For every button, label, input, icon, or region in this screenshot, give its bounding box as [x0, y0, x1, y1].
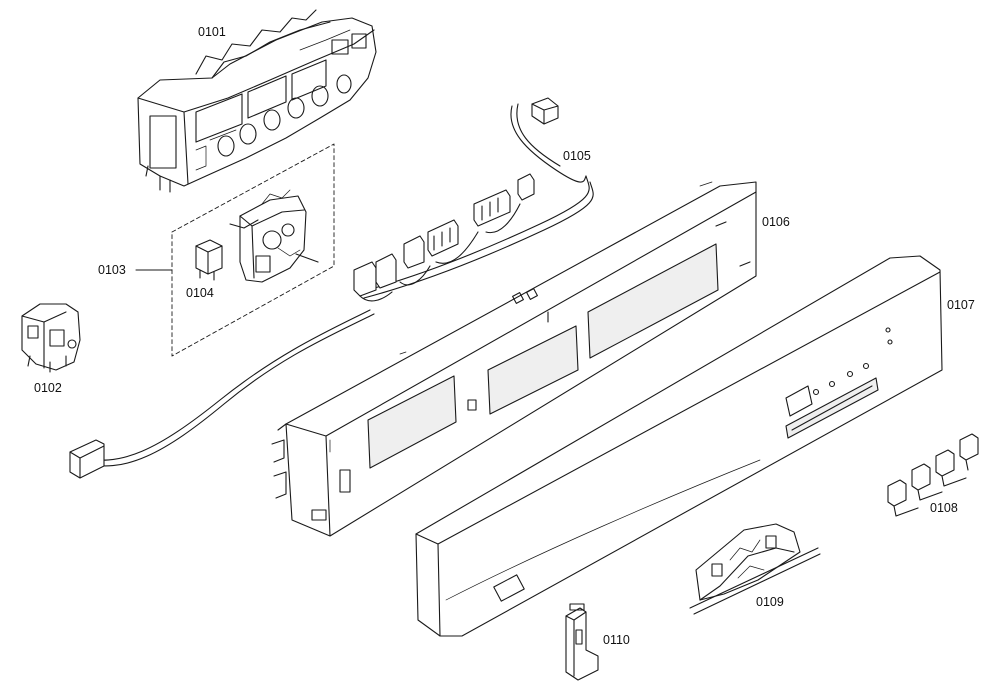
- part-label-0107: 0107: [947, 298, 975, 312]
- front-fascia-0107: [415, 255, 943, 637]
- part-label-0102: 0102: [34, 381, 62, 395]
- harness-connectors: [353, 173, 535, 302]
- sub-assembly-group-0103: [135, 143, 335, 357]
- latch-0110: [565, 603, 599, 681]
- control-module-0101: [137, 9, 377, 193]
- inner-panel-0106: [271, 181, 757, 537]
- part-label-0101: 0101: [198, 25, 226, 39]
- part-label-0104: 0104: [186, 286, 214, 300]
- part-label-0103: 0103: [98, 263, 126, 277]
- part-label-0110: 0110: [603, 633, 630, 647]
- part-label-0106: 0106: [762, 215, 790, 229]
- switch-0102: [21, 303, 81, 373]
- wiring-harness-0105: [69, 97, 594, 479]
- part-label-0108: 0108: [930, 501, 958, 515]
- handle-0109: [689, 523, 821, 615]
- part-label-0109: 0109: [756, 595, 784, 609]
- switch-assembly: [229, 189, 319, 283]
- relay-0104: [195, 239, 223, 281]
- button-set-0108: [887, 433, 979, 517]
- part-label-0105: 0105: [563, 149, 591, 163]
